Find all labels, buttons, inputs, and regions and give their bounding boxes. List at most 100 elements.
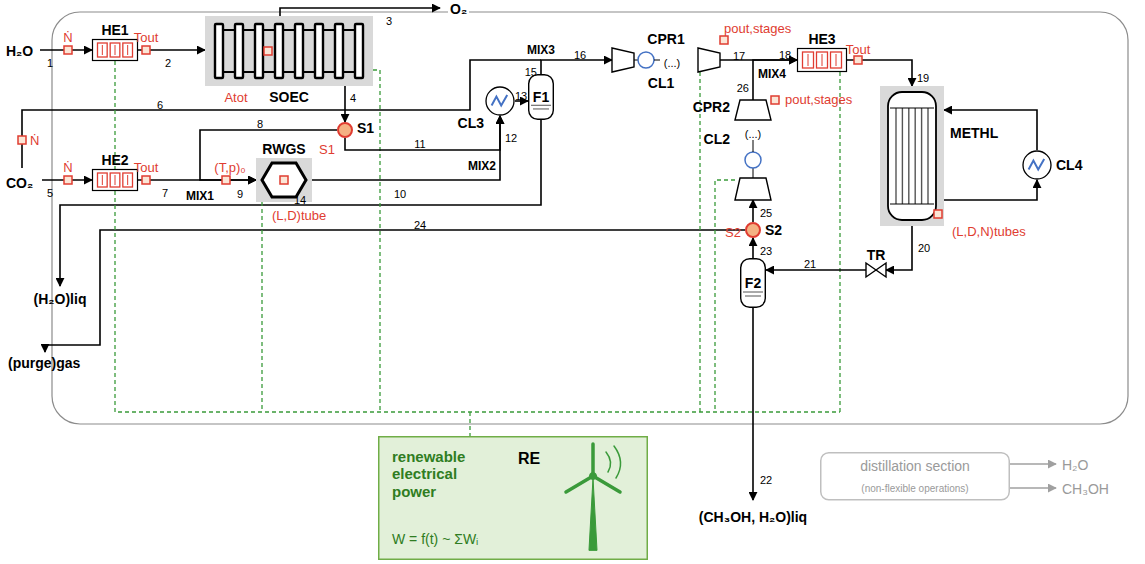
stream-connector — [138, 179, 256, 181]
design-variable: Atot — [224, 91, 247, 106]
splitter-symbol — [337, 122, 353, 138]
electrolyser-stack-symbol — [205, 16, 373, 86]
stream-number: 5 — [47, 187, 53, 200]
symbol-part — [880, 86, 944, 226]
text-holder: pout,stages — [785, 90, 852, 108]
symbol-part — [205, 16, 373, 86]
text-holder: Tout — [134, 158, 159, 176]
text-holder: 15 — [525, 62, 537, 80]
text-holder: 8 — [257, 114, 263, 132]
stage-ellipsis: (...) — [664, 57, 681, 70]
text-holder: 4 — [350, 88, 356, 106]
turbine-tower — [589, 478, 597, 550]
heat-exchanger: HE3 — [797, 48, 847, 72]
variable-markers — [18, 36, 942, 218]
heat-exchanger: HE1 — [92, 39, 138, 61]
text-holder: MIX2 — [468, 156, 496, 174]
symbol-part — [822, 54, 823, 66]
text-holder: MIX1 — [186, 186, 214, 204]
flash-drum: F1 — [528, 74, 554, 120]
text-holder: 6 — [157, 95, 163, 113]
stream-number: 21 — [804, 258, 816, 271]
text-holder: 24 — [414, 215, 426, 233]
heat-exchanger-symbol — [797, 48, 847, 72]
design-variable: Ṅ — [63, 31, 72, 46]
symbol-part — [283, 29, 295, 31]
text-holder: (...) — [745, 124, 762, 142]
design-variable: Tout — [846, 43, 871, 58]
text-holder: (CH₃OH, H₂O)liq — [699, 508, 807, 526]
symbol-part — [263, 71, 275, 73]
text-holder: 17 — [733, 46, 745, 64]
text-holder: 14 — [294, 190, 306, 208]
text-holder: 9 — [237, 184, 243, 202]
wind-turbine-icon — [566, 444, 621, 550]
mixer-label: MIX4 — [758, 68, 786, 82]
text-holder: (L,D)tube — [272, 206, 326, 224]
stream-number: 25 — [760, 207, 772, 220]
symbol-part — [115, 175, 116, 185]
variable-marker — [222, 176, 230, 184]
design-variable: S2 — [725, 226, 741, 241]
power-line — [261, 202, 262, 412]
turbine-blades — [566, 444, 620, 492]
compressor-train: CPR2CL2 — [735, 100, 771, 200]
design-variable: (L,D)tube — [272, 209, 326, 224]
heat-exchanger-symbol — [92, 39, 138, 61]
equipment-label: RE — [518, 450, 540, 468]
stream-number: 15 — [525, 66, 537, 79]
text-holder: (purge)gas — [8, 354, 80, 372]
stream-number: 2 — [165, 57, 171, 70]
symbol-part — [927, 108, 928, 204]
methanol-reactor-symbol — [880, 86, 944, 226]
equipment-label: METHL — [950, 125, 998, 141]
design-variable: Ṅ — [63, 161, 72, 176]
stream-number: 18 — [779, 49, 791, 62]
symbol-part — [698, 48, 720, 72]
symbol-part — [315, 24, 323, 78]
text-holder: Tout — [846, 40, 871, 58]
turbine-hub — [590, 473, 597, 480]
product-line — [1010, 463, 1056, 465]
text-holder: CPR1 — [647, 30, 684, 48]
equipment-label: W = f(t) ~ ΣWᵢ — [392, 531, 478, 547]
equipment-label: F1 — [533, 89, 549, 105]
text-holder: HE2 — [101, 151, 128, 169]
equipment-label: (non-flexible operations) — [861, 483, 968, 495]
symbol-part — [262, 163, 306, 197]
text-holder: HE3 — [808, 30, 835, 48]
symbol-part — [753, 140, 754, 152]
text-holder: 10 — [394, 184, 406, 202]
symbol-part — [343, 29, 355, 31]
product-lines — [1010, 464, 1056, 488]
symbol-part — [235, 24, 243, 78]
stream-lines — [22, 8, 753, 500]
equipment-label: HE3 — [808, 31, 835, 47]
stream-number: 22 — [760, 474, 772, 487]
equipment-label: HE1 — [101, 22, 128, 38]
stream-number: 1 — [47, 57, 53, 70]
text-holder: (non-flexible operations) — [861, 478, 968, 496]
symbol-part — [255, 24, 263, 78]
equipment-label: CL2 — [704, 131, 730, 147]
text-holder: MIX3 — [527, 40, 555, 58]
mixer-label: MIX3 — [527, 44, 555, 58]
symbol-part — [110, 173, 120, 187]
symbol-part — [98, 43, 108, 57]
stream-line — [42, 179, 92, 181]
symbol-part — [638, 52, 654, 68]
variable-marker — [64, 46, 72, 54]
equipment-label: HE2 — [101, 152, 128, 168]
symbol-part — [817, 52, 828, 68]
text-holder: H₂O — [6, 42, 33, 60]
text-holder: Ṅ — [30, 131, 39, 149]
symbol-part — [888, 92, 936, 220]
design-variable: (L,D,N)tubes — [952, 225, 1026, 240]
stream-line — [752, 308, 754, 500]
text-holder: 25 — [760, 203, 772, 221]
symbol-part — [745, 152, 761, 168]
symbol-part — [745, 296, 761, 297]
heat-exchanger: HE2 — [92, 169, 138, 191]
equipment-label: distillation section — [860, 458, 970, 474]
symbol-part — [890, 108, 934, 109]
